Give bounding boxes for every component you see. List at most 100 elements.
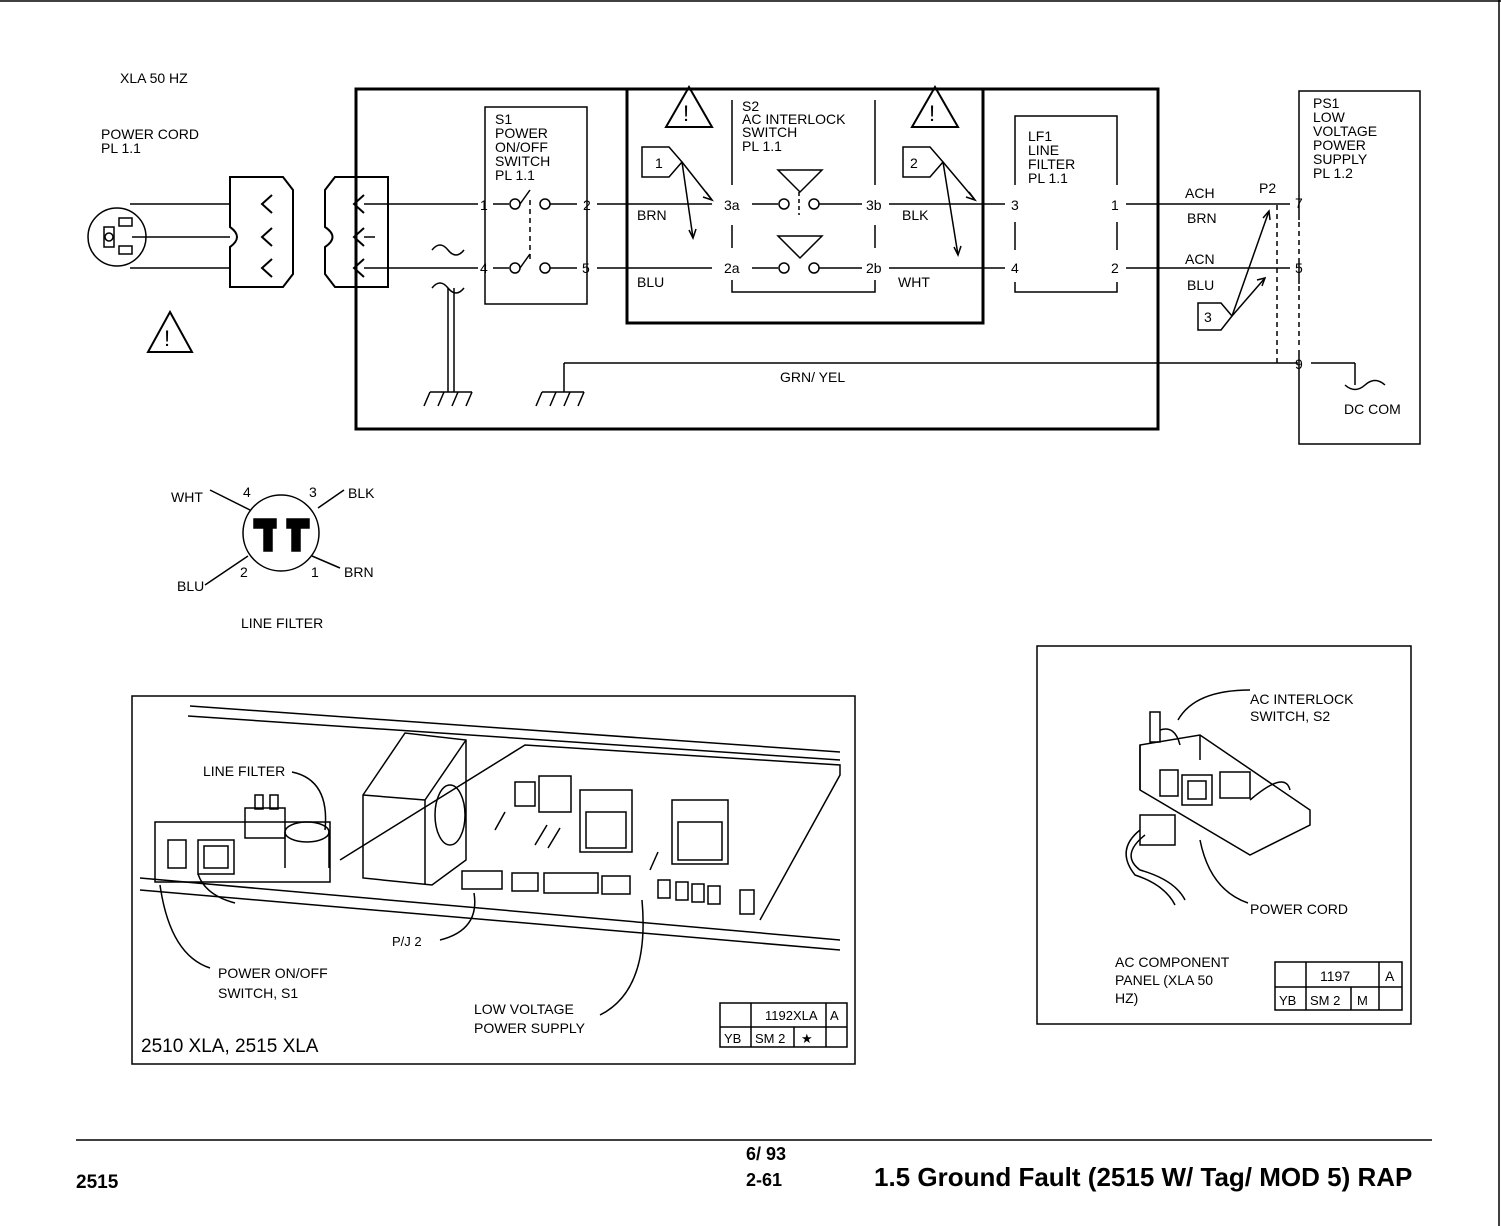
right-caption-line: PANEL (XLA 50 — [1115, 972, 1213, 988]
ps1-name-line: LOW — [1313, 109, 1346, 125]
footer-page-number: 2-61 — [746, 1170, 783, 1190]
lf1-pl-label: PL 1.1 — [1028, 170, 1068, 186]
left-switch-label-2: SWITCH, S1 — [218, 985, 298, 1001]
left-lvps-label-2: POWER SUPPLY — [474, 1020, 586, 1036]
callout-1-number: 1 — [655, 155, 663, 171]
s2-name-line: SWITCH — [742, 124, 797, 140]
wire-label-blk: BLK — [902, 207, 929, 223]
warning-triangle-icon: ! — [910, 84, 960, 128]
left-ref-yb: YB — [724, 1031, 741, 1046]
left-caption: 2510 XLA, 2515 XLA — [141, 1036, 319, 1057]
left-switch-label: POWER ON/OFF — [218, 965, 328, 981]
s2-label: S2 — [742, 98, 759, 114]
pinout-pin-2: 2 — [240, 564, 248, 580]
machine-chassis-illustration — [139, 705, 841, 1016]
lf1-pin-2: 2 — [1111, 260, 1119, 276]
wire-label-acn: ACN — [1185, 251, 1215, 267]
power-cord-label: POWER CORD — [101, 126, 199, 142]
power-inlet-icon — [324, 176, 389, 288]
s1-name-line: SWITCH — [495, 153, 550, 169]
callout-3-number: 3 — [1204, 309, 1212, 325]
s2-pin-2b: 2b — [866, 260, 882, 276]
lf1-pin-4: 4 — [1011, 260, 1019, 276]
ps1-pin-7: 7 — [1295, 195, 1303, 211]
callout-3 — [1197, 209, 1271, 331]
svg-text:!: ! — [929, 101, 935, 126]
model-label: XLA 50 HZ — [120, 70, 188, 86]
s1-pl-label: PL 1.1 — [495, 167, 535, 183]
illustration-left-frame — [131, 695, 856, 1065]
right-ref-number: 1197 — [1320, 968, 1350, 984]
left-lvps-label: LOW VOLTAGE — [474, 1001, 574, 1017]
cord-connector-icon — [229, 176, 294, 288]
right-caption-line: HZ) — [1115, 990, 1138, 1006]
pinout-pin-3: 3 — [309, 484, 317, 500]
footer-model: 2515 — [76, 1172, 119, 1193]
ground-wiring — [375, 244, 1298, 407]
s2-pin-3b: 3b — [866, 197, 882, 213]
left-ref-star: ★ — [801, 1031, 813, 1046]
warning-triangle-icon: ! — [146, 309, 194, 353]
right-power-cord-label: POWER CORD — [1250, 901, 1348, 917]
s1-pin-2: 2 — [583, 197, 591, 213]
wire-label-brn-2: BRN — [1187, 210, 1217, 226]
wire-label-ach: ACH — [1185, 185, 1215, 201]
right-ref-a: A — [1385, 968, 1395, 984]
s1-label: S1 — [495, 111, 512, 127]
lf1-name-line: FILTER — [1028, 156, 1075, 172]
left-pj2-label: P/J 2 — [392, 934, 422, 949]
left-ref-sm: SM 2 — [755, 1031, 785, 1046]
wire-label-blu: BLU — [637, 274, 664, 290]
right-interlock-label-2: SWITCH, S2 — [1250, 708, 1330, 724]
left-line-filter-label: LINE FILTER — [203, 763, 285, 779]
pinout-wire-blu: BLU — [177, 578, 204, 594]
power-cord-pl-label: PL 1.1 — [101, 140, 141, 156]
s1-name-line: ON/OFF — [495, 139, 548, 155]
footer-section-title: 1.5 Ground Fault (2515 W/ Tag/ MOD 5) RA… — [874, 1162, 1413, 1192]
s2-pin-2a: 2a — [724, 260, 740, 276]
wire-label-wht: WHT — [898, 274, 930, 290]
right-ref-sm: SM 2 — [1310, 993, 1340, 1008]
s2-name-line: AC INTERLOCK — [742, 111, 846, 127]
right-interlock-label: AC INTERLOCK — [1250, 691, 1354, 707]
svg-text:!: ! — [683, 101, 689, 126]
left-ref-a: A — [830, 1008, 839, 1023]
ps1-pin-9: 9 — [1295, 356, 1303, 372]
right-ref-m: M — [1357, 993, 1368, 1008]
pinout-title: LINE FILTER — [241, 615, 323, 631]
s2-pin-3a: 3a — [724, 197, 740, 213]
s2-pl-label: PL 1.1 — [742, 138, 782, 154]
connector-label-p2: P2 — [1259, 180, 1276, 196]
pinout-wire-brn: BRN — [344, 564, 374, 580]
pinout-pin-1: 1 — [311, 564, 319, 580]
right-ref-yb: YB — [1279, 993, 1296, 1008]
ps1-pin-5: 5 — [1295, 260, 1303, 276]
callout-2 — [902, 146, 978, 257]
left-ref-table — [719, 1002, 848, 1048]
pinout-pin-4: 4 — [243, 484, 251, 500]
right-caption-line: AC COMPONENT — [1115, 954, 1230, 970]
callout-2-number: 2 — [910, 155, 918, 171]
line-filter-pinout — [204, 489, 345, 586]
warning-triangle-icon: ! — [664, 84, 714, 128]
footer-date: 6/ 93 — [746, 1144, 787, 1164]
lf1-name-line: LINE — [1028, 142, 1059, 158]
right-ref-table — [1274, 961, 1403, 1011]
ps1-box — [1298, 90, 1421, 445]
s1-pin-1: 1 — [480, 197, 488, 213]
s1-pin-5: 5 — [582, 260, 590, 276]
s2-switch-box — [731, 100, 1005, 293]
ps1-name-line: SUPPLY — [1313, 151, 1368, 167]
ps1-name-line: POWER — [1313, 137, 1366, 153]
s1-pin-4: 4 — [480, 260, 488, 276]
ps1-pl-label: PL 1.2 — [1313, 165, 1353, 181]
left-ref-number: 1192XLA — [765, 1008, 818, 1023]
ps1-label: PS1 — [1313, 95, 1340, 111]
dc-com-label: DC COM — [1344, 401, 1401, 417]
illustration-right-frame — [1036, 645, 1412, 1025]
lf1-pin-3: 3 — [1011, 197, 1019, 213]
pinout-wire-wht: WHT — [171, 489, 203, 505]
s1-name-line: POWER — [495, 125, 548, 141]
lf1-label: LF1 — [1028, 128, 1052, 144]
